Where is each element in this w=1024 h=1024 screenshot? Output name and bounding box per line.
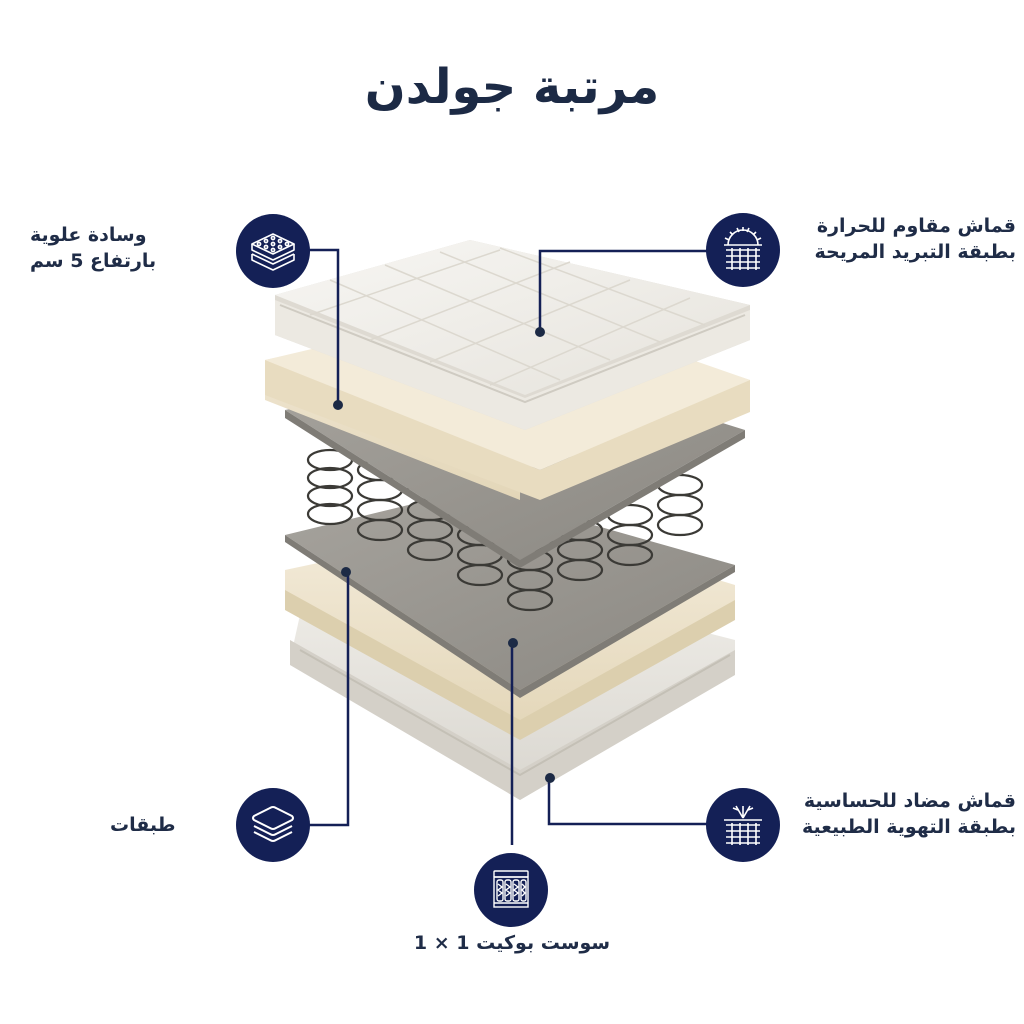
feature-bottom-center-label: سوست بوكيت 1 × 1 (413, 932, 611, 954)
feature-top-right-badge (706, 213, 780, 287)
feature-top-left-badge (236, 214, 310, 288)
feature-top-left-label: وسادة علوية بارتفاع 5 سم (30, 224, 157, 272)
feature-bottom-left-badge (236, 788, 310, 862)
snowflake-fabric-icon (724, 805, 762, 845)
feature-bottom-center-badge (474, 853, 548, 927)
layer-felt-bottom (285, 490, 735, 698)
feature-bottom-right-label: قماش مضاد للحساسية بطبقة التهوية الطبيعي… (801, 790, 1016, 838)
layers-icon (252, 806, 294, 842)
feature-top-right-label: قماش مقاوم للحرارة بطبقة التبريد المريحة (814, 215, 1016, 263)
pocket-mattress-icon (251, 233, 295, 271)
feature-bottom-right-badge (706, 788, 780, 862)
page-title: مرتبة جولدن (364, 59, 660, 115)
feature-bottom-left-label: طبقات (110, 814, 176, 836)
sun-fabric-icon (724, 227, 762, 270)
pocket-spring-icon (493, 870, 529, 908)
